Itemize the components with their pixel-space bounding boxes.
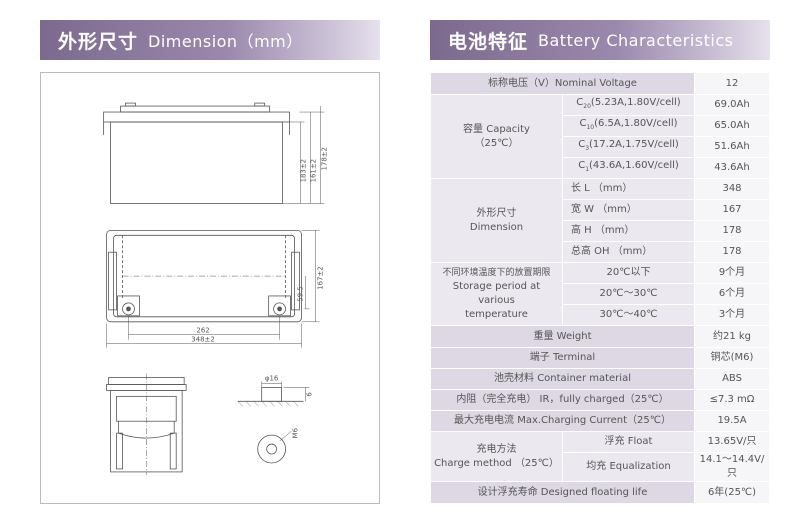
dimension-width-label: 宽 W （mm） <box>562 199 695 221</box>
dimension-height-label: 高 H （mm） <box>562 220 695 242</box>
dim-178-label: 178±2 <box>320 147 328 170</box>
dimension-header: 外形尺寸 Dimension（mm） <box>40 20 380 60</box>
dimension-drawing: 183±2 161±2 178±2 <box>40 72 380 504</box>
terminal-label: 端子 Terminal <box>430 347 695 369</box>
dimension-header-en: Dimension（mm） <box>148 32 303 51</box>
storage-period-3: 3个月 <box>694 304 770 326</box>
capacity-temp: （25℃） <box>474 137 519 149</box>
row-life: 设计浮充寿命 Designed floating life 6年(25℃) <box>430 481 770 504</box>
storage-period-1: 9个月 <box>694 262 770 284</box>
nominal-voltage-value: 12 <box>694 72 770 95</box>
dimension-total-height-label: 总高 OH （mm） <box>562 241 695 263</box>
dimension-length-label: 长 L （mm） <box>562 178 695 200</box>
dimension-header-zh: 外形尺寸 <box>58 30 139 53</box>
charge-float-value: 13.65V/只 <box>694 431 770 453</box>
dimension-label-en: Dimension <box>469 221 524 233</box>
side-view <box>106 373 187 475</box>
top-view <box>106 229 320 348</box>
weight-label: 重量 Weight <box>430 325 695 348</box>
row-terminal: 端子 Terminal 铜芯(M6) <box>430 347 770 369</box>
row-capacity: 容量 Capacity （25℃） C20(5.23A,1.80V/cell) … <box>430 94 770 179</box>
weight-value: 约21 kg <box>694 325 770 348</box>
dim-183-label: 183±2 <box>299 159 307 182</box>
storage-label-zh: 不同环境温度下的放置期限 <box>442 268 551 278</box>
life-value: 6年(25℃) <box>694 481 770 504</box>
row-dimension: 宽 W （mm） 167 <box>431 199 770 221</box>
dim-phi16-label: φ16 <box>265 374 278 382</box>
row-dimension: 高 H （mm） 178 <box>431 220 770 242</box>
capacity-rate-c1: C1(43.6A,1.60V/cell) <box>562 157 695 179</box>
capacity-value-c1: 43.6Ah <box>694 157 770 179</box>
dim-167-label: 167±2 <box>316 266 324 289</box>
capacity-rate-c20: C20(5.23A,1.80V/cell) <box>562 94 695 116</box>
row-weight: 重量 Weight 约21 kg <box>430 325 770 348</box>
row-nominal-voltage: 标称电压（V）Nominal Voltage 12 <box>430 72 770 95</box>
terminal-value: 铜芯(M6) <box>694 347 770 369</box>
capacity-value-c3: 51.6Ah <box>694 136 770 158</box>
row-storage: 30℃～40℃ 3个月 <box>431 304 770 326</box>
row-capacity: C1(43.6A,1.60V/cell) 43.6Ah <box>431 157 770 179</box>
container-value: ABS <box>694 368 770 390</box>
max-current-label: 最大充电电流 Max.Charging Current（25℃） <box>430 410 695 432</box>
charge-equalization-value: 14.1～14.4V/只 <box>694 452 770 482</box>
charge-label-cell: 充电方法 Charge method （25℃） <box>430 431 563 482</box>
dim-348-label: 348±2 <box>191 336 214 344</box>
characteristics-table: 标称电压（V）Nominal Voltage 12 容量 Capacity （2… <box>430 72 770 504</box>
life-label: 设计浮充寿命 Designed floating life <box>430 481 695 504</box>
storage-temp-2: 20℃～30℃ <box>562 283 695 305</box>
dimension-length-value: 348 <box>694 178 770 200</box>
capacity-label-cell: 容量 Capacity （25℃） <box>430 94 563 179</box>
row-dimension: 外形尺寸 Dimension 长 L （mm） 348 <box>430 178 770 263</box>
dim-161-label: 161±2 <box>309 159 317 182</box>
storage-period-2: 6个月 <box>694 283 770 305</box>
resistance-value: ≤7.3 mΩ <box>694 389 770 411</box>
characteristics-header-en: Battery Characteristics <box>538 30 734 50</box>
row-dimension: 总高 OH （mm） 178 <box>431 241 770 263</box>
charge-label-zh: 充电方法 <box>476 443 517 455</box>
row-capacity: C3(17.2A,1.75V/cell) 51.6Ah <box>431 136 770 158</box>
dimension-width-value: 167 <box>694 199 770 221</box>
row-charge: 充电方法 Charge method （25℃） 浮充 Float 13.65V… <box>430 431 770 482</box>
max-current-value: 19.5A <box>694 410 770 432</box>
row-resistance: 内阻（完全充电） IR，fully charged（25℃） ≤7.3 mΩ <box>430 389 770 411</box>
dim-6-label: 6 <box>305 392 313 396</box>
dimension-label-cell: 外形尺寸 Dimension <box>430 178 563 263</box>
capacity-value-c20: 69.0Ah <box>694 94 770 116</box>
capacity-rate-c10: C10(6.5A,1.80V/cell) <box>562 115 695 137</box>
nominal-voltage-label: 标称电压（V）Nominal Voltage <box>430 72 695 95</box>
dim-262-label: 262 <box>196 327 209 335</box>
row-container: 池壳材料 Container material ABS <box>430 368 770 390</box>
front-view <box>103 102 325 204</box>
capacity-rate-c3: C3(17.2A,1.75V/cell) <box>562 136 695 158</box>
dimension-height-value: 178 <box>694 220 770 242</box>
dim-59-label: 59.5 <box>296 286 304 301</box>
charge-float-label: 浮充 Float <box>562 431 695 453</box>
storage-temp-3: 30℃～40℃ <box>562 304 695 326</box>
capacity-value-c10: 65.0Ah <box>694 115 770 137</box>
row-storage: 不同环境温度下的放置期限 Storage period at various t… <box>430 262 770 326</box>
capacity-label: 容量 Capacity <box>463 123 530 135</box>
dimension-total-height-value: 178 <box>694 241 770 263</box>
row-capacity: C10(6.5A,1.80V/cell) 65.0Ah <box>431 115 770 137</box>
row-charge: 均充 Equalization 14.1～14.4V/只 <box>431 452 770 482</box>
container-label: 池壳材料 Container material <box>430 368 695 390</box>
storage-label-cell: 不同环境温度下的放置期限 Storage period at various t… <box>430 262 563 326</box>
charge-equalization-label: 均充 Equalization <box>562 452 695 482</box>
row-max-current: 最大充电电流 Max.Charging Current（25℃） 19.5A <box>430 410 770 432</box>
row-storage: 20℃～30℃ 6个月 <box>431 283 770 305</box>
resistance-label: 内阻（完全充电） IR，fully charged（25℃） <box>430 389 695 411</box>
dimension-label-zh: 外形尺寸 <box>476 207 517 219</box>
storage-temp-1: 20℃以下 <box>562 262 695 284</box>
storage-label-en1: Storage period at various <box>452 281 541 306</box>
storage-label-en2: temperature <box>465 309 528 320</box>
charge-label-en: Charge method （25℃） <box>434 457 559 469</box>
characteristics-header: 电池特征 Battery Characteristics <box>430 20 770 60</box>
characteristics-header-zh: 电池特征 <box>448 30 529 53</box>
dim-m6-label: M6 <box>291 428 299 438</box>
terminal-detail <box>237 381 310 464</box>
